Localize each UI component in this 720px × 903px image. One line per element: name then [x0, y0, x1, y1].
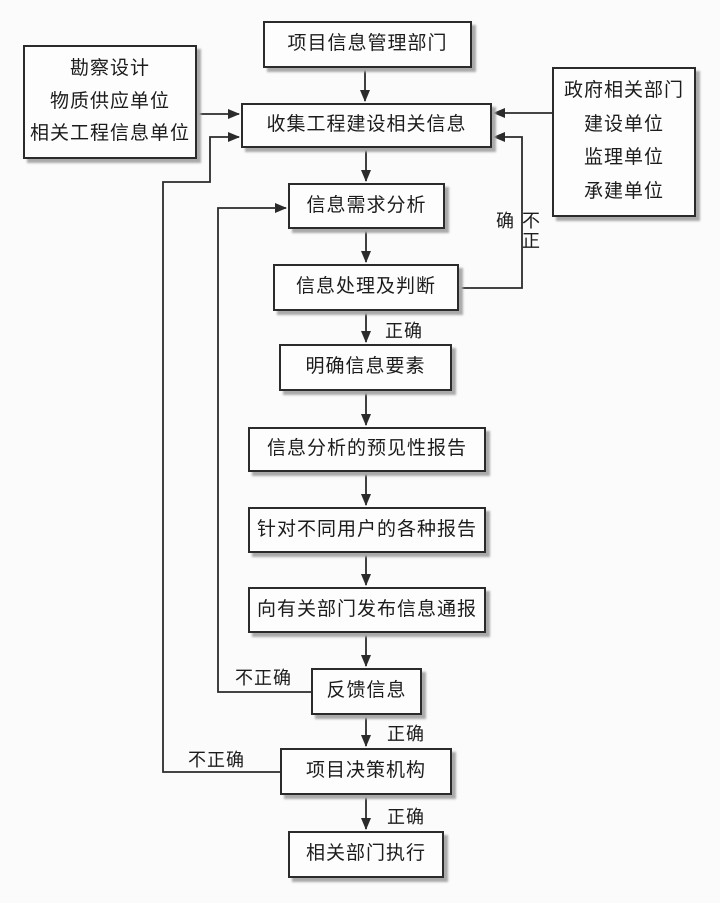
node-label: 反馈信息: [326, 680, 407, 702]
node-collect-info: 收集工程建设相关信息: [241, 103, 492, 148]
node-left-sources: 勘察设计 物质供应单位 相关工程信息单位: [23, 45, 197, 159]
edge-label-feedback-incorrect: 不正确: [235, 668, 292, 688]
node-feedback: 反馈信息: [311, 668, 422, 715]
node-process-judge: 信息处理及判断: [273, 264, 459, 311]
node-label-line: 政府相关部门: [563, 80, 684, 102]
node-label: 信息需求分析: [306, 194, 427, 216]
node-foresight-report: 信息分析的预见性报告: [248, 427, 486, 472]
arrow-process-incorrect-loop: [458, 132, 523, 289]
node-label: 相关部门执行: [305, 843, 426, 865]
node-label: 项目信息管理部门: [287, 33, 448, 55]
node-label: 向有关部门发布信息通报: [256, 598, 477, 620]
node-right-sources: 政府相关部门 建设单位 监理单位 承建单位: [552, 67, 696, 217]
node-publish-notice: 向有关部门发布信息通报: [248, 587, 486, 633]
node-label-line: 相关工程信息单位: [29, 123, 190, 145]
arrow-feedback-incorrect-loop: [217, 203, 311, 693]
node-label: 明确信息要素: [305, 356, 426, 378]
node-execute: 相关部门执行: [288, 831, 444, 878]
node-label-line: 物质供应单位: [49, 90, 170, 112]
edge-label-feedback-correct: 正确: [387, 724, 425, 744]
node-demand-analysis: 信息需求分析: [288, 183, 445, 229]
node-label: 收集工程建设相关信息: [266, 114, 467, 136]
node-user-reports: 针对不同用户的各种报告: [248, 507, 486, 553]
node-decision-body: 项目决策机构: [280, 748, 452, 795]
arrow-decision-incorrect-loop: [162, 132, 280, 773]
node-clarify-elements: 明确信息要素: [279, 344, 452, 391]
node-label-line: 监理单位: [583, 147, 664, 169]
node-label: 针对不同用户的各种报告: [256, 518, 477, 540]
edge-label-process-correct: 正确: [385, 321, 423, 341]
edge-label-process-incorrect: 不正确: [494, 211, 540, 251]
node-label: 信息处理及判断: [295, 276, 436, 298]
edge-label-decision-correct: 正确: [387, 807, 425, 827]
node-label: 信息分析的预见性报告: [266, 438, 467, 460]
node-label-line: 建设单位: [583, 113, 664, 135]
node-project-info-dept: 项目信息管理部门: [263, 21, 472, 68]
node-label: 项目决策机构: [305, 760, 426, 782]
node-label-line: 承建单位: [583, 180, 664, 202]
edge-label-decision-incorrect: 不正确: [188, 750, 245, 770]
node-label-line: 勘察设计: [69, 57, 150, 79]
